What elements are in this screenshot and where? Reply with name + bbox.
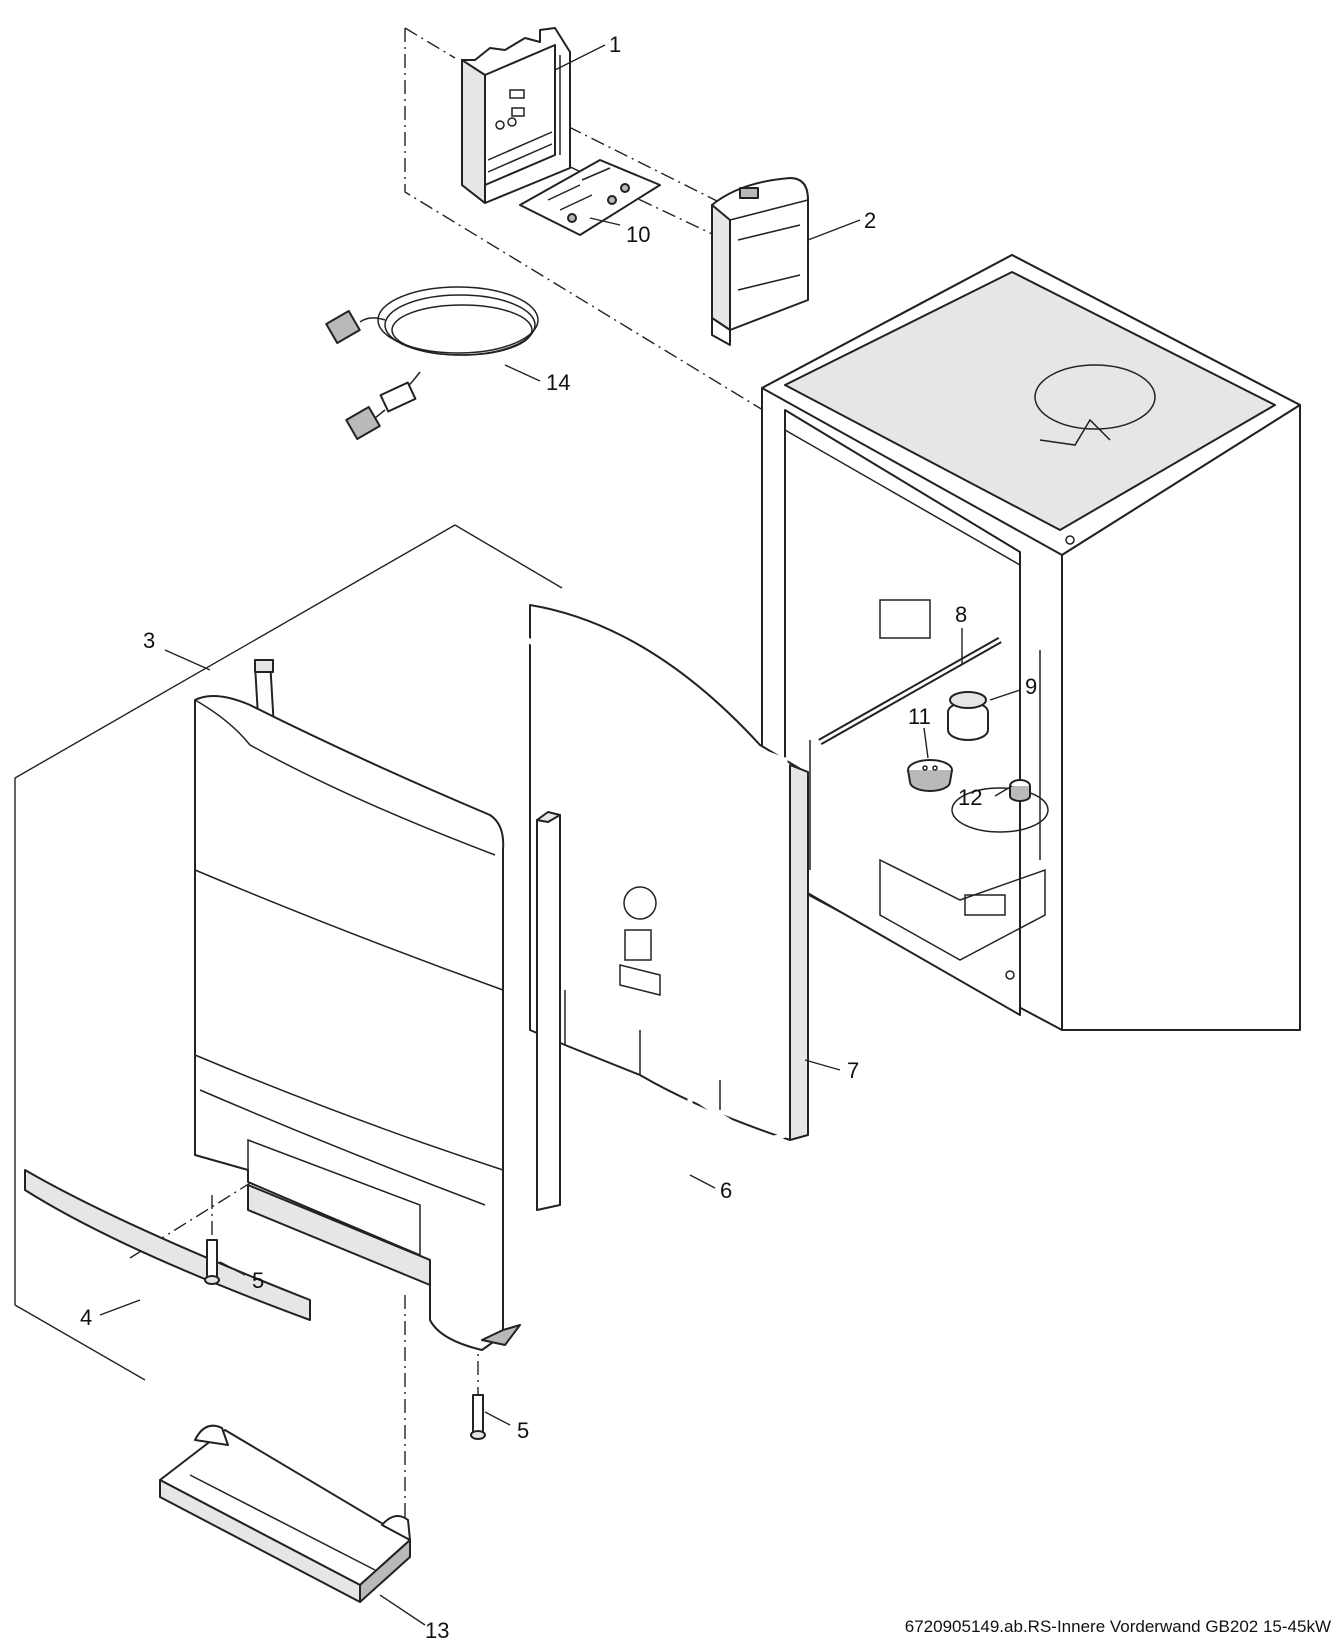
callout-leaders <box>99 44 1021 1626</box>
part-12-plug <box>1009 779 1031 802</box>
part-9-grommet <box>947 691 989 741</box>
callout-9: 9 <box>1025 674 1037 699</box>
callout-5-upper: 5 <box>252 1268 264 1293</box>
part-13-flap <box>159 1424 411 1603</box>
part-3-front-cover <box>194 695 521 1351</box>
callout-4: 4 <box>80 1305 92 1330</box>
strip-center <box>536 811 561 1211</box>
part-5-screw-upper <box>204 1239 220 1285</box>
callout-8: 8 <box>955 602 967 627</box>
part-14-cable <box>325 286 539 441</box>
part-7-inner-front-wall <box>529 604 809 1141</box>
part-2-cover <box>711 177 809 346</box>
boiler-housing <box>761 254 1301 1031</box>
callout-7: 7 <box>847 1058 859 1083</box>
part-10-mounting-plate <box>519 159 661 236</box>
part-8-rod <box>818 636 1002 746</box>
callout-11: 11 <box>908 704 931 729</box>
callout-5-lower: 5 <box>517 1418 529 1443</box>
callout-13: 13 <box>425 1618 449 1643</box>
callout-3: 3 <box>143 628 155 653</box>
callout-10: 10 <box>626 222 650 247</box>
callout-12: 12 <box>958 785 982 810</box>
callout-14: 14 <box>546 370 570 395</box>
part-4-decor-strip <box>24 1169 311 1321</box>
part-5-screw-lower <box>470 1394 486 1440</box>
callout-labels: 1 2 3 4 5 5 6 7 8 9 10 11 12 13 14 <box>80 32 1037 1643</box>
part-6-seal <box>377 592 788 1212</box>
group-bracket <box>14 524 563 1381</box>
part-11-grommet <box>907 759 953 792</box>
drawing-caption: 6720905149.ab.RS-Innere Vorderwand GB202… <box>904 1617 1331 1636</box>
callout-6: 6 <box>720 1178 732 1203</box>
callout-1: 1 <box>609 32 621 57</box>
part-1-control-holder <box>461 27 571 204</box>
callout-2: 2 <box>864 208 876 233</box>
